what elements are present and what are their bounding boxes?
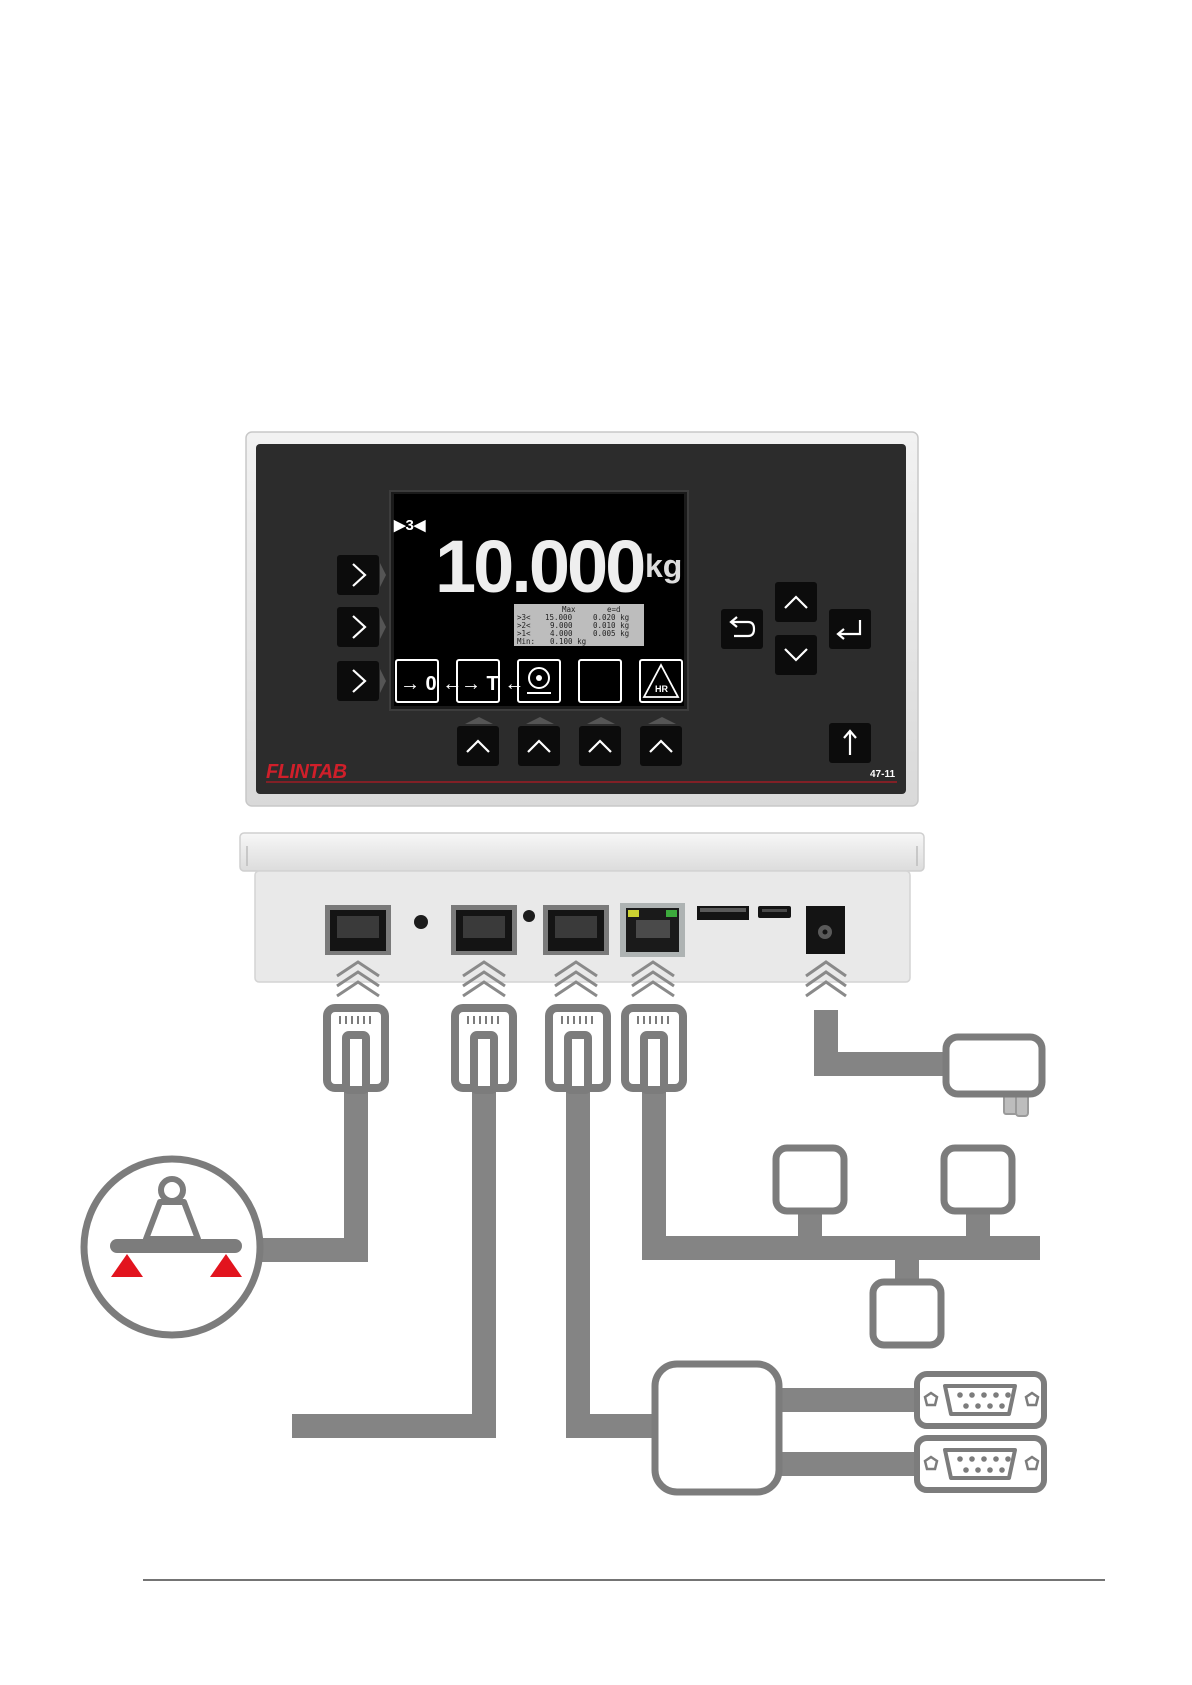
rj45-plugs — [327, 1008, 683, 1090]
housing-lid — [240, 833, 924, 871]
power-jack-pin — [823, 930, 828, 935]
tare-icon-label: → T ← — [461, 673, 524, 695]
model-number: 47-11 — [870, 769, 895, 780]
plug-latch — [568, 1035, 588, 1090]
bottom-key-4-body[interactable] — [640, 726, 682, 766]
rj45-port-3[interactable] — [543, 905, 609, 955]
enter-key-body[interactable] — [829, 609, 871, 649]
serial-converter — [655, 1364, 779, 1492]
range-indicator: ▶3◀ — [393, 517, 426, 534]
capacity-table: Max e=d >3< 15.000 0.020 kg >2< 9.000 0.… — [514, 604, 644, 646]
chevron-up-icon — [337, 982, 379, 996]
chevron-up-icon — [555, 982, 597, 996]
db9-face — [945, 1386, 1015, 1414]
left-key-1-body[interactable] — [337, 555, 379, 595]
zero-icon-label: → 0 ← — [400, 673, 462, 695]
chevron-up-icon — [632, 982, 674, 996]
port-contacts — [555, 916, 597, 938]
bottom-key-3-body[interactable] — [579, 726, 621, 766]
left-key-3[interactable] — [337, 661, 386, 701]
lcd-display: ▶3◀ 10.000 kg Max e=d >3< 15.000 0.020 k… — [390, 491, 688, 710]
back-key-body[interactable] — [721, 609, 763, 649]
plug-latch — [644, 1035, 664, 1090]
rj45-port-load-cell[interactable] — [325, 905, 391, 955]
db9-connector-1 — [917, 1374, 1044, 1426]
up-key-body[interactable] — [775, 582, 817, 622]
enter-key[interactable] — [829, 609, 871, 649]
indicator-hole — [523, 910, 535, 922]
ethernet-led-green — [666, 910, 677, 917]
indicator-hole — [414, 915, 428, 929]
left-key-3-body[interactable] — [337, 661, 379, 701]
chevron-up-icon — [463, 982, 505, 996]
network-node-2 — [944, 1148, 1012, 1211]
down-key-body[interactable] — [775, 635, 817, 675]
left-key-1[interactable] — [337, 555, 386, 595]
print-icon-dot — [536, 675, 542, 681]
network-node-3 — [873, 1282, 941, 1345]
platform-beam — [110, 1239, 242, 1253]
plug-latch — [474, 1035, 494, 1090]
rj45-plug-4 — [625, 1008, 683, 1090]
hr-icon-label: HR — [655, 684, 668, 694]
left-key-2[interactable] — [337, 607, 386, 647]
power-adapter — [946, 1037, 1042, 1116]
ethernet-port[interactable] — [620, 903, 685, 957]
table-min-label: Min: — [517, 637, 535, 646]
brand-logo: FLINTAB — [266, 761, 347, 783]
port-contacts — [463, 916, 505, 938]
usb-port[interactable] — [758, 906, 791, 918]
table-min-value: 0.100 kg — [550, 637, 586, 646]
front-panel: ▶3◀ 10.000 kg Max e=d >3< 15.000 0.020 k… — [246, 432, 918, 806]
weight-unit: kg — [645, 548, 682, 584]
rj45-plug-3 — [549, 1008, 607, 1090]
dip-switch[interactable] — [697, 906, 749, 920]
down-key[interactable] — [775, 635, 817, 675]
power-cable — [826, 1010, 950, 1064]
left-key-2-body[interactable] — [337, 607, 379, 647]
db9-connector-2 — [917, 1438, 1044, 1490]
up-key[interactable] — [775, 582, 817, 622]
plug-latch — [346, 1035, 366, 1090]
rj45-plug-2 — [455, 1008, 513, 1090]
port-contacts — [337, 916, 379, 938]
weight-value: 10.000 — [435, 525, 644, 608]
power-jack[interactable] — [806, 906, 845, 954]
chevron-up-icon — [806, 982, 846, 996]
rj45-port-2[interactable] — [451, 905, 517, 955]
db9-face — [945, 1450, 1015, 1478]
rear-housing — [240, 833, 924, 996]
back-key[interactable] — [721, 609, 763, 649]
table-row-e: 0.005 kg — [593, 629, 629, 638]
shift-key[interactable] — [829, 723, 871, 763]
usb-tongue — [762, 909, 787, 912]
rj45-plug-1 — [327, 1008, 385, 1090]
adapter-body — [946, 1037, 1042, 1094]
bottom-key-2-body[interactable] — [518, 726, 560, 766]
ethernet-led-yellow — [628, 910, 639, 917]
network-node-1 — [776, 1148, 844, 1211]
ethernet-contacts — [636, 920, 670, 938]
bottom-key-1-body[interactable] — [457, 726, 499, 766]
load-cell-cable — [262, 1080, 356, 1250]
weighing-platform — [84, 1159, 260, 1335]
dip-switch-levers — [700, 908, 746, 912]
